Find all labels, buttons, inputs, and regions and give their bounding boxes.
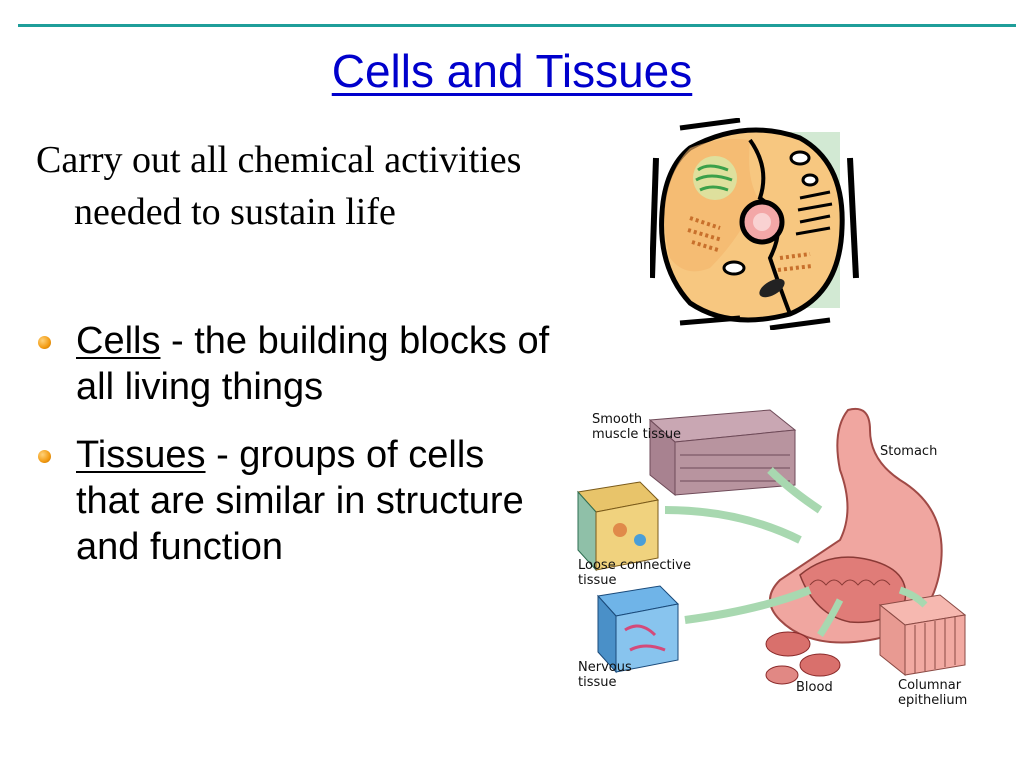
bullet-list: Cells - the building blocks of all livin… (36, 318, 556, 592)
label-line: epithelium (898, 693, 968, 708)
bullet-description: - groups of cells that are similar in st… (76, 434, 524, 568)
label-stomach: Stomach (880, 444, 938, 459)
tissue-illustration (577, 408, 967, 685)
slide-title: Cells and Tissues (331, 45, 693, 97)
bullet-dot-icon (38, 450, 51, 463)
label-nervous-tissue: Nervous tissue (578, 660, 632, 690)
label-blood: Blood (796, 680, 833, 695)
label-loose-connective-tissue: Loose connective tissue (578, 558, 691, 588)
bullet-cells: Cells - the building blocks of all livin… (36, 318, 556, 410)
label-line: tissue (578, 675, 617, 690)
bullet-term: Cells (76, 320, 161, 362)
label-line: Nervous (578, 660, 632, 675)
label-line: tissue (578, 573, 617, 588)
tissue-diagram: Smooth muscle tissue Stomach Loose conne… (570, 400, 990, 710)
top-divider (18, 24, 1016, 27)
label-line: muscle tissue (592, 427, 682, 442)
label-smooth-muscle-tissue: Smooth muscle tissue (592, 412, 681, 442)
bullet-dot-icon (38, 336, 51, 349)
label-line: Columnar (898, 678, 962, 693)
label-line: Smooth (592, 412, 643, 427)
label-columnar-epithelium: Columnar epithelium (898, 678, 967, 708)
label-line: Loose connective (578, 558, 691, 573)
animal-cell-icon (650, 118, 859, 330)
bullet-description: - the building blocks of all living thin… (76, 320, 550, 408)
intro-text: Carry out all chemical activities needed… (36, 139, 522, 233)
bullet-tissues: Tissues - groups of cells that are simil… (36, 432, 556, 570)
bullet-term: Tissues (76, 434, 206, 476)
